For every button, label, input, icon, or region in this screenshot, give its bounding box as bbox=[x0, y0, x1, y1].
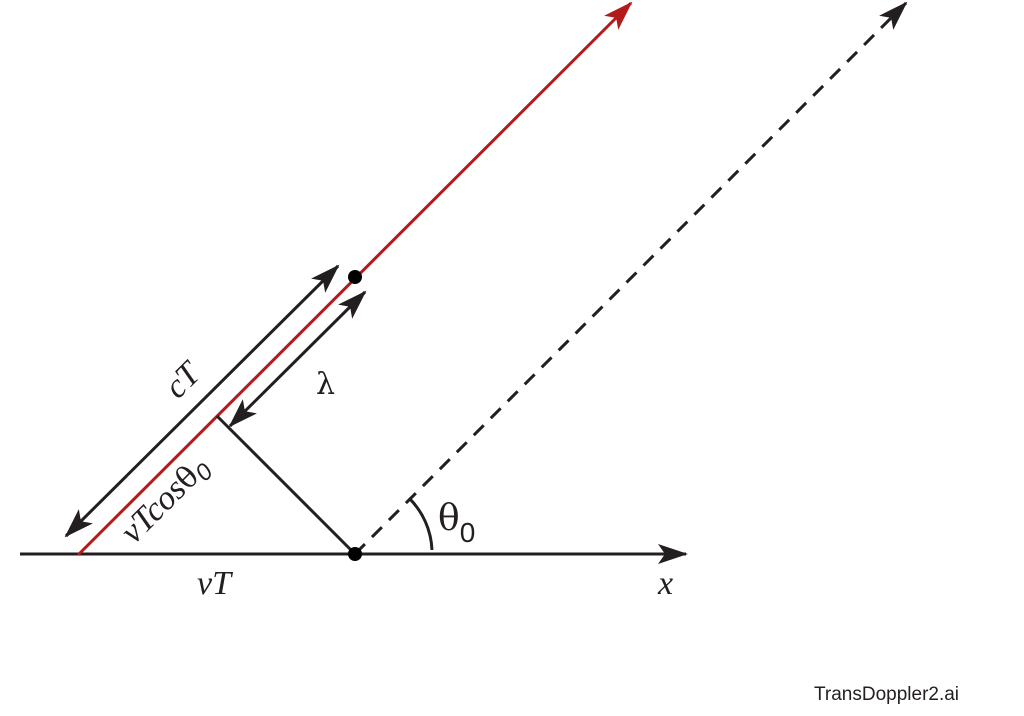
label-vTcos-theta0: vTcosθ0 bbox=[113, 448, 219, 554]
label-vTcos: vTcosθ0 bbox=[113, 448, 219, 554]
wavefront-point bbox=[348, 270, 362, 284]
label-vT: vT bbox=[197, 565, 233, 602]
filename-label: TransDoppler2.ai bbox=[814, 684, 959, 705]
perpendicular-line bbox=[215, 414, 357, 556]
label-lambda: λ bbox=[316, 367, 335, 402]
source-point-origin bbox=[348, 547, 362, 561]
label-x: x bbox=[657, 565, 673, 602]
angle-arc bbox=[407, 496, 434, 551]
label-theta0: θ0 bbox=[438, 498, 475, 548]
label-cT: cT bbox=[157, 354, 209, 406]
dashed-direction-line bbox=[353, 1, 908, 556]
lambda-double-arrow bbox=[228, 290, 367, 428]
